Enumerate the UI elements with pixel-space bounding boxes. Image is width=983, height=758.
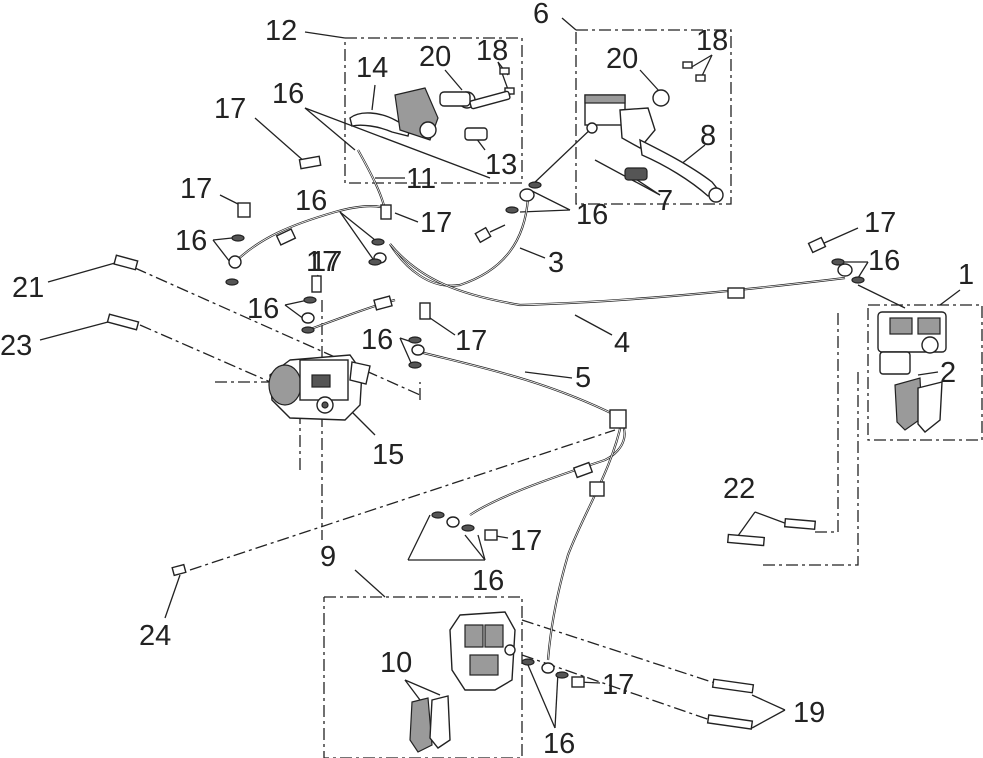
callout-11: 11 [406, 163, 436, 195]
callout-16: 16 [247, 293, 279, 325]
callout-14: 14 [356, 52, 388, 84]
callout-9: 9 [320, 541, 336, 573]
alignment-lines [134, 267, 859, 721]
callout-17: 17 [864, 207, 896, 239]
subassembly-box-12 [304, 31, 523, 184]
callout-2: 2 [940, 357, 956, 389]
callout-18: 18 [696, 25, 728, 57]
callout-16: 16 [295, 185, 327, 217]
callout-17: 17 [310, 246, 342, 278]
rear-master-cylinder-12 [349, 87, 511, 141]
callout-18: 18 [476, 35, 508, 67]
callout-16: 16 [175, 225, 207, 257]
callout-16: 16 [576, 199, 608, 231]
brake-pads-10 [409, 695, 451, 753]
callout-17: 17 [510, 525, 542, 557]
callout-20: 20 [419, 41, 451, 73]
callout-4: 4 [614, 327, 630, 359]
callout-16: 16 [543, 728, 575, 758]
callout-12: 12 [265, 15, 297, 47]
callout-10: 10 [380, 647, 412, 679]
callout-23: 23 [0, 330, 32, 362]
callout-7: 7 [657, 185, 673, 217]
washers-16 [225, 181, 865, 679]
subassembly-box-6 [561, 17, 732, 205]
callout-17: 17 [455, 325, 487, 357]
callout-17: 17 [306, 246, 338, 278]
callout-17: 17 [214, 93, 246, 125]
callout-5: 5 [575, 362, 591, 394]
callout-1: 1 [958, 259, 974, 291]
callout-21: 21 [12, 272, 44, 304]
brake-hose-11 [357, 149, 387, 211]
front-caliper-9 [449, 611, 516, 691]
callout-16: 16 [272, 78, 304, 110]
brake-unit-15 [268, 354, 371, 421]
leader-lines [39, 54, 939, 729]
callout-17: 17 [180, 173, 212, 205]
callout-3: 3 [548, 247, 564, 279]
brake-hose-4 [389, 243, 846, 307]
brake-hose-front [546, 419, 624, 661]
callout-24: 24 [139, 620, 171, 652]
callout-15: 15 [372, 439, 404, 471]
callout-16: 16 [868, 245, 900, 277]
callout-8: 8 [700, 120, 716, 152]
callout-13: 13 [485, 149, 517, 181]
callout-17: 17 [602, 669, 634, 701]
callout-19: 19 [793, 697, 825, 729]
hose-fittings [275, 228, 745, 497]
callout-20: 20 [606, 43, 638, 75]
callout-6: 6 [533, 0, 549, 30]
brake-hose-3 [389, 197, 530, 287]
bolts [106, 61, 827, 730]
callout-17: 17 [420, 207, 452, 239]
subassembly-box-1 [867, 289, 983, 441]
callout-16: 16 [472, 565, 504, 597]
subassembly-box-9 [323, 569, 523, 758]
rear-caliper-1 [877, 311, 947, 375]
brake-hose-left [234, 205, 386, 263]
callout-22: 22 [723, 473, 755, 505]
brake-pads-2 [894, 377, 943, 433]
callout-16: 16 [361, 324, 393, 356]
front-master-cylinder-6 [584, 89, 724, 203]
brake-hose-5 [411, 348, 626, 516]
